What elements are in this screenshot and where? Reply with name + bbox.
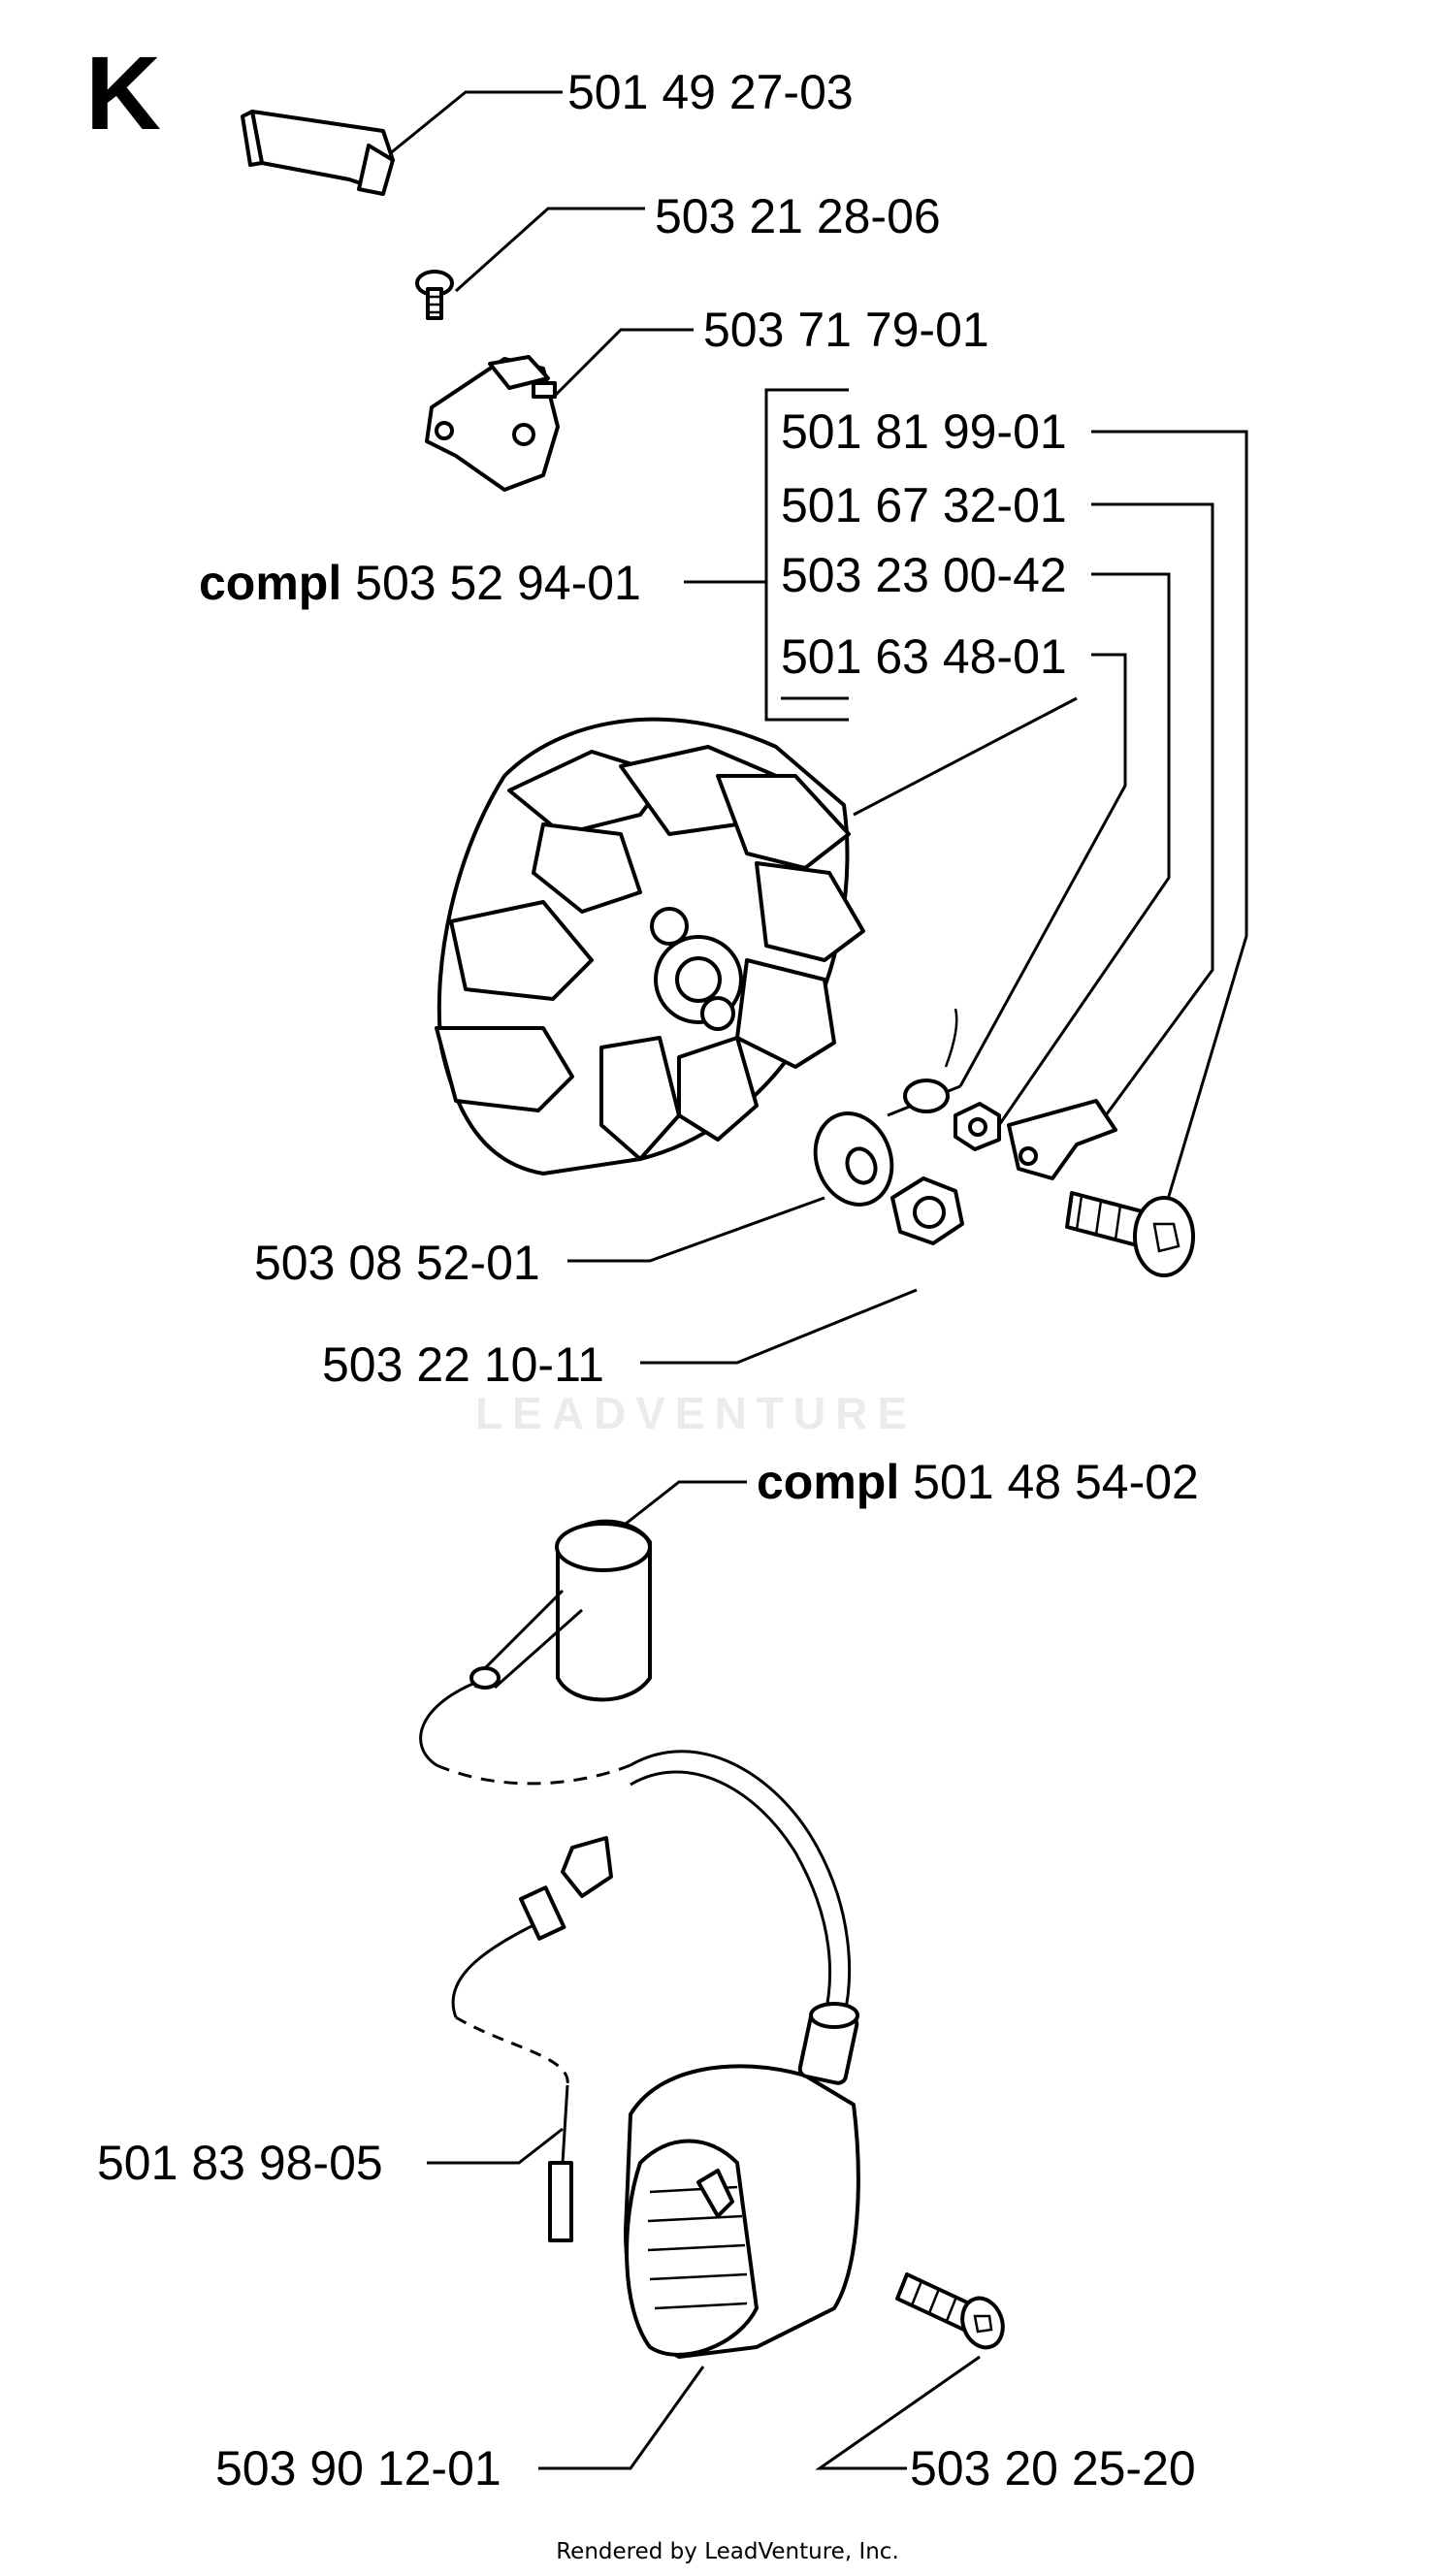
switch-part (425, 355, 560, 492)
watermark-text: LEADVENTURE (475, 1388, 918, 1438)
footer-text: Rendered by LeadVenture, Inc. (556, 2539, 899, 2564)
label-switch: 503 71 79-01 (703, 303, 989, 357)
leader-lines (387, 90, 1248, 2470)
label-coil-screw: 503 20 25-20 (910, 2441, 1196, 2496)
label-nut: 503 22 10-11 (322, 1337, 604, 1392)
label-flywheel-compl: compl 503 52 94-01 (199, 559, 641, 607)
coil-screw (895, 2272, 1005, 2350)
label-washer: 503 08 52-01 (254, 1236, 540, 1290)
label-coil: 503 90 12-01 (215, 2441, 501, 2496)
ignition-cap (419, 1519, 852, 2018)
label-501-67-32-01: 501 67 32-01 (781, 478, 1067, 532)
label-wire: 501 83 98-05 (97, 2136, 383, 2190)
flywheel-number: 503 52 94-01 (355, 556, 641, 610)
washer (813, 1111, 894, 1207)
starter-screw (1065, 1191, 1195, 1277)
compl-prefix-cap: compl (757, 1455, 900, 1509)
label-screw-top: 503 21 28-06 (655, 189, 941, 243)
cap-number: 501 48 54-02 (913, 1455, 1199, 1509)
label-cap-compl: compl 501 48 54-02 (757, 1458, 1199, 1506)
label-501-63-48-01: 501 63 48-01 (781, 629, 1067, 684)
cover-part (241, 110, 395, 196)
ignition-coil (624, 2002, 860, 2359)
label-503-23-00-42: 503 23 00-42 (781, 548, 1067, 602)
label-501-81-99-01: 501 81 99-01 (781, 404, 1067, 459)
small-screw (415, 270, 454, 320)
label-cover: 501 49 27-03 (567, 65, 854, 119)
flywheel (435, 717, 865, 1175)
ground-wire (451, 1836, 613, 2242)
section-letter: K (85, 34, 161, 151)
hex-nut (890, 1176, 964, 1245)
compl-prefix: compl (199, 556, 342, 610)
small-parts (903, 1008, 1117, 1180)
